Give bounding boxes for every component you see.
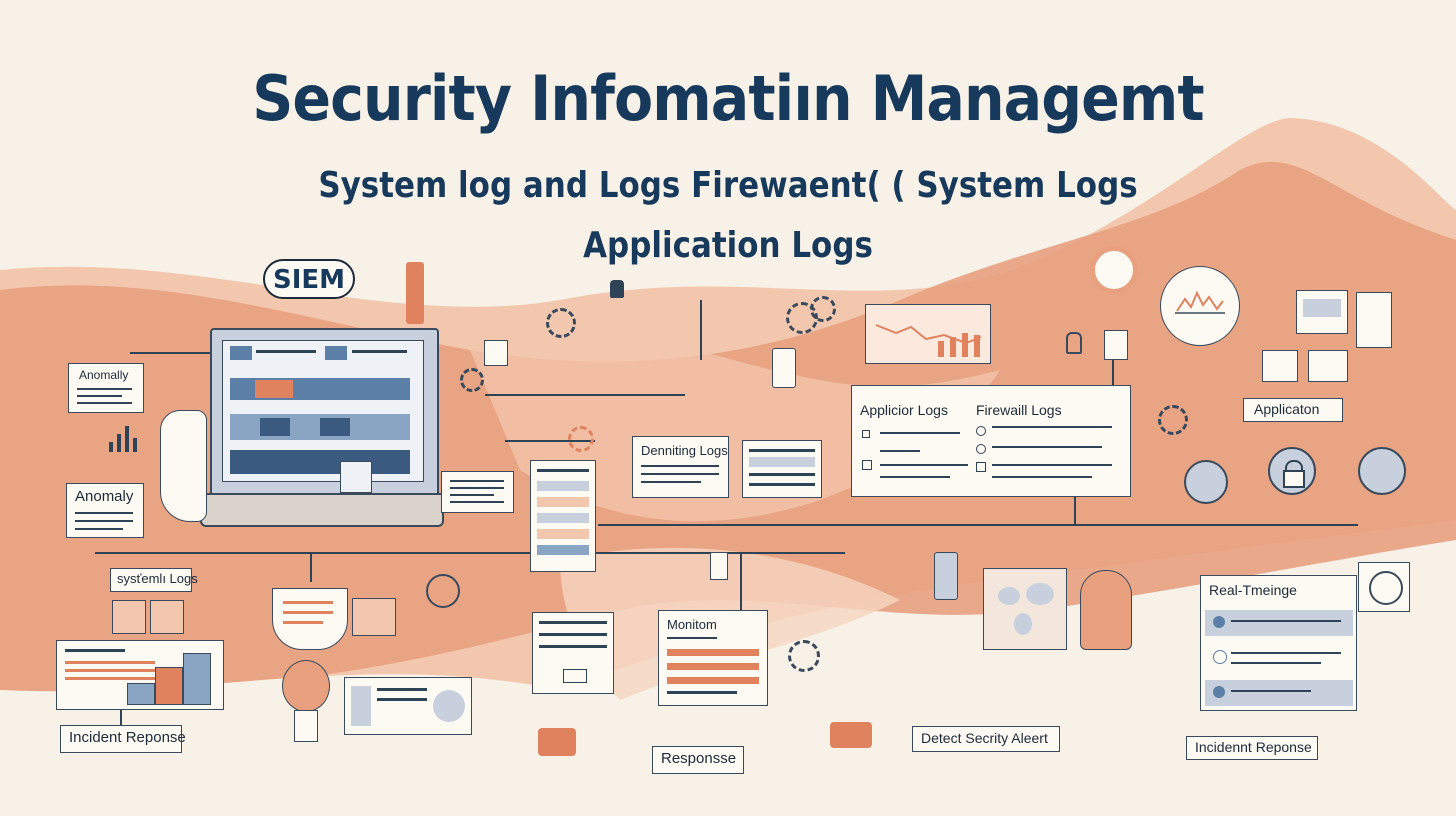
application-label: Applicaton	[1243, 398, 1343, 422]
connector-line	[700, 300, 702, 360]
gear-icon	[546, 308, 576, 338]
connector-line	[310, 552, 312, 582]
hand-icon	[160, 410, 207, 522]
anomaly-top-label: Anomally	[79, 368, 129, 382]
system-logs-small-label: ѕуѕťеmlı Logs	[110, 568, 198, 592]
connector-line	[1112, 340, 1114, 385]
response-label: Responsse	[652, 746, 744, 774]
siem-badge: SIEM	[263, 259, 355, 299]
connector-line	[130, 352, 210, 354]
alert-icon	[830, 722, 872, 748]
marker-icon	[710, 552, 728, 580]
document-icon	[272, 588, 348, 650]
target-icon	[1090, 246, 1138, 294]
connector-line	[598, 524, 1358, 526]
line-chart-icon	[352, 598, 396, 636]
anomaly-label: Anomaly	[75, 488, 134, 505]
log-list-card	[742, 440, 822, 498]
phone-icon	[772, 348, 796, 388]
line-chart-panel	[865, 304, 991, 364]
mini-card	[1262, 350, 1298, 382]
gear-icon	[1158, 405, 1188, 435]
document-icon	[1104, 330, 1128, 360]
monitoring-card: Monitom	[658, 610, 768, 706]
connector-line	[485, 394, 685, 396]
line-chart-icon	[875, 324, 982, 357]
mini-dashboard-card	[1296, 290, 1348, 334]
marker-icon	[406, 262, 424, 324]
log-note-card	[441, 471, 514, 513]
shield-icon	[1358, 447, 1406, 495]
document-icon	[484, 340, 508, 366]
real-time-panel: Real-Tmeinge	[1200, 575, 1357, 711]
mini-card	[1356, 292, 1392, 348]
connector-line	[505, 440, 595, 442]
flow-card	[532, 612, 614, 694]
connector-line	[95, 552, 845, 554]
world-map-card	[983, 568, 1067, 650]
alert-icon	[538, 728, 576, 756]
chart-circle-icon	[1160, 266, 1240, 346]
application-logs-label: Applicior Logs	[860, 402, 948, 418]
connector-line	[740, 552, 742, 612]
monitoring-label: Monitom	[667, 617, 717, 632]
globe-icon	[426, 574, 460, 608]
clock-card	[1358, 562, 1410, 612]
anomaly-card: Anomaly	[66, 483, 144, 538]
connector-line	[1074, 495, 1076, 525]
gear-icon	[460, 368, 484, 392]
page-title: Security Infomatiın Managemt	[252, 62, 1205, 135]
phone-icon	[1184, 460, 1228, 504]
incident-response-right-label: Incidennt Reponse	[1186, 736, 1318, 760]
logs-window: Applicior Logs Firewaill Logs	[851, 385, 1131, 497]
subtitle-line1: System log and Logs Firewaent( ( System …	[318, 165, 1138, 206]
lock-icon	[1268, 447, 1316, 495]
gear-icon	[810, 296, 836, 322]
denoting-logs-card: Denniting Logs	[632, 436, 729, 498]
lock-icon	[610, 280, 624, 298]
globe-icon	[1080, 570, 1132, 650]
chart-card-left	[56, 640, 224, 710]
bar-chart-icon	[112, 600, 184, 634]
bar-chart-icon	[107, 420, 145, 452]
data-stack-card	[530, 460, 596, 572]
incident-response-left-label: Incident Reponse	[60, 725, 186, 753]
connector-line	[120, 707, 122, 729]
denoting-logs-label: Denniting Logs	[641, 443, 728, 458]
subtitle-line2: Application Logs	[583, 225, 873, 266]
lightbulb-icon	[282, 660, 330, 760]
gear-icon	[788, 640, 820, 672]
report-card-bottom	[344, 677, 472, 735]
real-time-label: Real-Tmeinge	[1209, 582, 1297, 598]
detect-alert-label: Detect Secrity Aleert	[912, 726, 1060, 752]
anomaly-top-card: Anomally	[68, 363, 144, 413]
firewall-logs-label: Firewaill Logs	[976, 402, 1062, 418]
phone-icon	[934, 552, 958, 600]
mini-card	[1308, 350, 1348, 382]
gear-icon	[568, 426, 594, 452]
laptop-icon	[200, 328, 444, 528]
lock-icon	[1066, 332, 1082, 354]
